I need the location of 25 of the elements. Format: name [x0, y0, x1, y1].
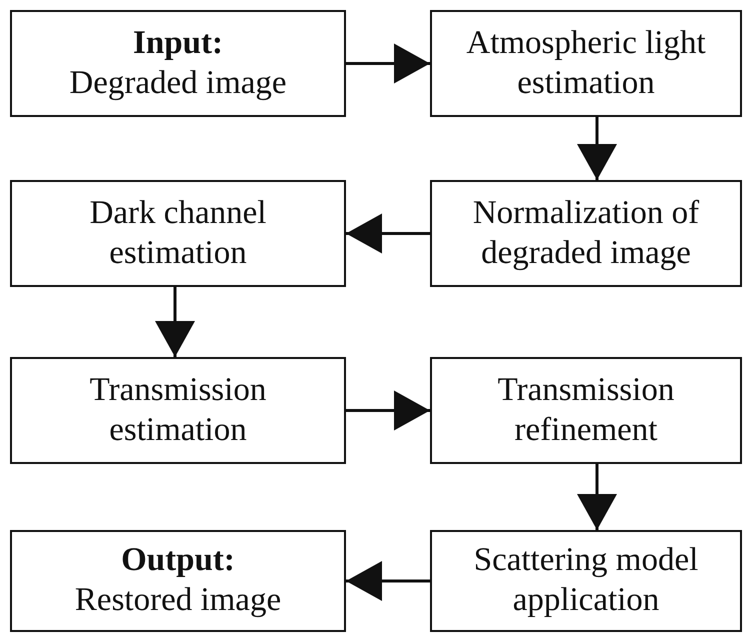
box-label: Restored image — [74, 581, 282, 620]
box-label: Dark channel estimation — [88, 194, 268, 272]
process-box — [10, 530, 346, 632]
process-box — [430, 10, 742, 117]
arrow — [346, 390, 430, 430]
process-box — [430, 530, 742, 632]
process-box — [10, 357, 346, 464]
box-label: Atmospheric light estimation — [465, 24, 707, 102]
box-label: Scattering model application — [472, 541, 700, 620]
arrow — [346, 561, 430, 601]
arrow — [155, 287, 195, 357]
process-box — [10, 180, 346, 287]
arrow — [577, 464, 617, 530]
process-box — [10, 10, 346, 117]
process-box — [430, 357, 742, 464]
box-heading: Output: — [121, 541, 235, 580]
arrow — [577, 117, 617, 180]
box-label: Transmission estimation — [88, 370, 268, 450]
arrow — [346, 44, 430, 84]
process-box — [430, 180, 742, 287]
arrow — [346, 214, 430, 254]
box-heading: Input: — [133, 24, 223, 63]
box-label: Degraded image — [69, 64, 287, 102]
box-label: Normalization of degraded image — [472, 194, 700, 272]
box-label: Transmission refinement — [496, 370, 676, 450]
